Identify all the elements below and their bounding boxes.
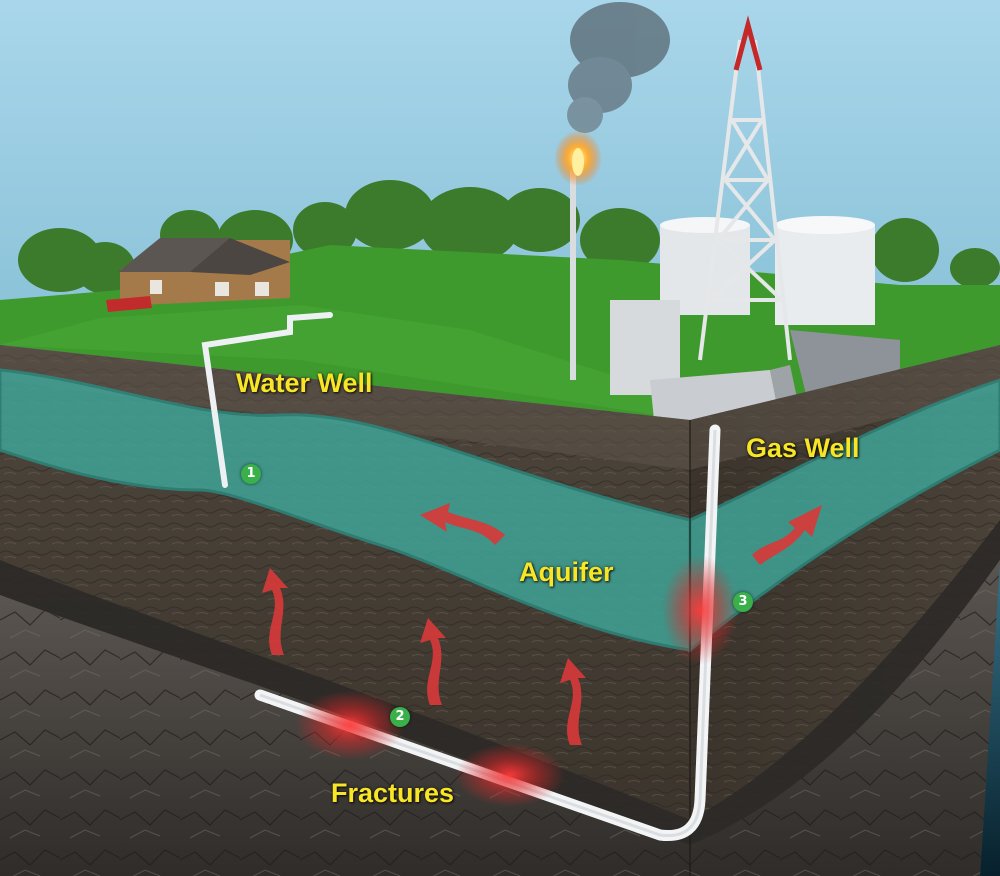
- marker-2: 2: [390, 707, 410, 727]
- gas-well-label: Gas Well: [746, 433, 860, 464]
- marker-1: 1: [241, 464, 261, 484]
- water-well-label: Water Well: [236, 368, 373, 399]
- fractures-label: Fractures: [331, 778, 454, 809]
- marker-3: 3: [733, 592, 753, 612]
- aquifer-label: Aquifer: [519, 557, 614, 588]
